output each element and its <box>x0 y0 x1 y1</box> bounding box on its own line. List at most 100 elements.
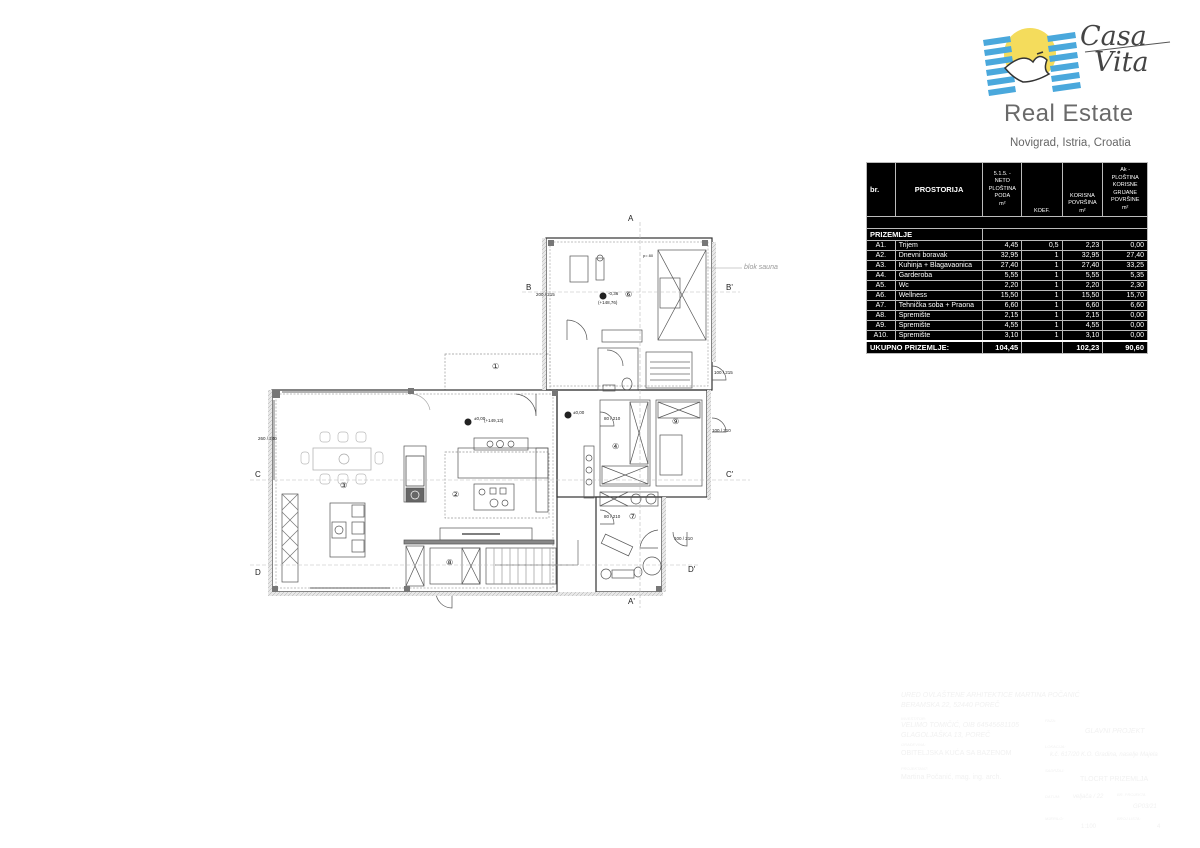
area-table: br. PROSTORIJA 5.1.5. - NETO PLOŠTINA PO… <box>865 162 1148 354</box>
row-code: A3. <box>866 260 896 271</box>
row-coef: 1 <box>1021 260 1063 271</box>
total-usable: 102,23 <box>1061 340 1104 354</box>
table-row: A4. Garderoba 5,55 1 5,55 5,35 <box>866 270 1148 281</box>
section-mark-a: A <box>628 214 634 223</box>
row-usable: 6,60 <box>1061 300 1104 311</box>
table-row: A9. Spremište 4,55 1 4,55 0,00 <box>866 320 1148 331</box>
table-row: A7. Tehnička soba + Praona 6,60 1 6,60 6… <box>866 300 1148 311</box>
tb-date-label: DATUM: <box>1045 794 1061 799</box>
tb-sheet-label: BROJ LISTA: <box>1117 816 1141 821</box>
row-coef: 1 <box>1021 300 1063 311</box>
door-dim-room7: 80 / 210 <box>604 514 621 519</box>
tb-sheet: 4 <box>1157 824 1161 830</box>
tb-project-no: GP03/21 <box>1133 804 1157 810</box>
tb-investor: VELIMO TOMIČIĆ, OIB 64545681105 <box>901 722 1020 729</box>
tb-drawing-label: SADRŽAJ: <box>1045 768 1065 773</box>
row-code: A6. <box>866 290 896 301</box>
section-blank <box>982 228 1148 241</box>
row-net: 4,45 <box>982 240 1023 251</box>
row-usable: 2,23 <box>1061 240 1104 251</box>
col-room: PROSTORIJA <box>894 162 984 217</box>
row-coef: 1 <box>1021 250 1063 261</box>
tb-investor-address: GLAGOLJAŠKA 13, POREČ <box>901 732 991 739</box>
row-usable: 2,20 <box>1061 280 1104 291</box>
row-usable: 32,95 <box>1061 250 1104 261</box>
title-block: URED OVLAŠTENE ARHITEKTICE MARTINA POČAN… <box>895 688 1165 833</box>
row-coef: 1 <box>1021 320 1063 331</box>
section-mark-d: D <box>255 568 261 577</box>
row-coef: 1 <box>1021 310 1063 321</box>
row-net: 3,10 <box>982 330 1023 342</box>
total-net: 104,45 <box>982 340 1023 354</box>
door-dim-room7-ext: 100 / 210 <box>674 536 693 541</box>
row-room: Trijem <box>894 240 984 251</box>
row-room: Spremište <box>894 310 984 321</box>
window-dim-west: 260 / 240 <box>258 436 277 441</box>
row-room: Kuhinja + Blagavaonica <box>894 260 984 271</box>
row-coef: 0,5 <box>1021 240 1063 251</box>
row-code: A4. <box>866 270 896 281</box>
level-side: ±0,00 <box>573 410 585 415</box>
tb-scale-label: MJERILO: <box>1045 816 1064 821</box>
tb-location: k.č. 617/20 K.O. Gradina, naselje Majela <box>1050 752 1158 758</box>
room-number-8: ⑧ <box>446 558 454 567</box>
row-net: 2,15 <box>982 310 1023 321</box>
floor-plan-drawing <box>250 222 750 609</box>
row-usable: 4,55 <box>1061 320 1104 331</box>
door-dim-room4: 80 / 210 <box>604 416 621 421</box>
total-coef <box>1021 340 1063 354</box>
row-heated: 0,00 <box>1102 240 1148 251</box>
row-room: Wc <box>894 280 984 291</box>
row-code: A2. <box>866 250 896 261</box>
brand-name-line2: Vita <box>1094 47 1149 78</box>
tb-building-label: GRAĐEVINA: <box>901 742 926 747</box>
tb-office-address: BERAMSKA 22, 52440 POREČ <box>901 702 1000 709</box>
table-row: A6. Wellness 15,50 1 15,50 15,70 <box>866 290 1148 301</box>
row-heated: 5,35 <box>1102 270 1148 281</box>
row-net: 4,55 <box>982 320 1023 331</box>
room-number-9: ⑨ <box>672 417 680 426</box>
spacer-row <box>866 216 1148 229</box>
door-dim-storage: 100 / 210 <box>712 428 731 433</box>
row-room: Spremište <box>894 330 984 342</box>
col-usable-line: KORISNA <box>1070 192 1095 199</box>
tb-phase-label: FAZA: <box>1045 718 1057 723</box>
row-usable: 27,40 <box>1061 260 1104 271</box>
level-wellness: -0,36 <box>608 291 619 296</box>
room-number-4: ④ <box>612 442 620 451</box>
section-mark-b-prime: B' <box>726 283 733 292</box>
tb-designer: Martina Počanić, mag. ing. arch. <box>901 774 1002 781</box>
row-heated: 0,00 <box>1102 330 1148 342</box>
level-main: ±0,00 <box>474 416 486 421</box>
row-heated: 0,00 <box>1102 320 1148 331</box>
row-coef: 1 <box>1021 280 1063 291</box>
table-row: A2. Dnevni boravak 32,95 1 32,95 27,40 <box>866 250 1148 261</box>
col-net-line: PODA <box>994 193 1011 200</box>
window-sill: p= 80 <box>643 253 654 258</box>
tb-project-no-label: BR. PROJEKTA <box>1117 792 1146 797</box>
room-number-7: ⑦ <box>629 512 637 521</box>
col-heated: Ak - PLOŠTINA KORISNE GRIJANE POVRŠINE m… <box>1102 162 1148 217</box>
total-heated: 90,60 <box>1102 340 1148 354</box>
row-heated: 27,40 <box>1102 250 1148 261</box>
row-usable: 5,55 <box>1061 270 1104 281</box>
row-net: 15,50 <box>982 290 1023 301</box>
col-usable-unit: m² <box>1079 207 1086 214</box>
row-net: 27,40 <box>982 260 1023 271</box>
row-room: Garderoba <box>894 270 984 281</box>
tb-drawing: TLOCRT PRIZEMLJA <box>1080 776 1149 783</box>
tb-designer-label: PROJEKTANT: <box>901 766 928 771</box>
room-number-6: ⑥ <box>625 290 633 299</box>
section-mark-b: B <box>526 283 532 292</box>
total-label: UKUPNO PRIZEMLJE: <box>865 340 984 354</box>
tb-location-label: LOKACIJA: <box>1045 744 1066 749</box>
brand-location: Novigrad, Istria, Croatia <box>1010 137 1131 149</box>
col-heated-unit: m² <box>1121 204 1129 211</box>
tb-phase: GLAVNI PROJEKT <box>1085 728 1145 735</box>
casa-vita-logo-icon <box>983 28 1171 96</box>
door-dim-tech: 100 / 215 <box>714 370 733 375</box>
col-heated-line: POVRŠINE <box>1110 197 1140 203</box>
row-coef: 1 <box>1021 270 1063 281</box>
row-usable: 3,10 <box>1061 330 1104 342</box>
row-code: A5. <box>866 280 896 291</box>
